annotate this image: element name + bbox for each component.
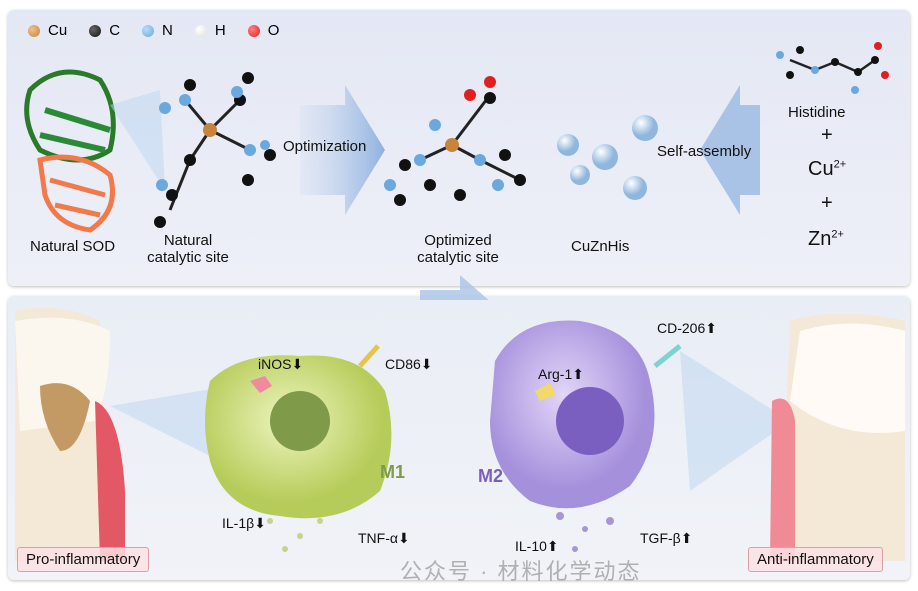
tgfb-label: TGF-β⬆ bbox=[640, 530, 692, 547]
text: Arg-1 bbox=[538, 366, 573, 382]
label-line: catalytic site bbox=[417, 249, 499, 266]
up-arrow-icon: ⬆ bbox=[680, 530, 693, 546]
h-atom-icon bbox=[194, 24, 207, 37]
label-line: Optimized bbox=[424, 232, 492, 249]
zn-text: Zn bbox=[808, 228, 832, 250]
down-arrow-icon: ⬇ bbox=[291, 356, 304, 372]
top-illustration bbox=[24, 42, 889, 300]
text: IL-1β bbox=[222, 515, 255, 531]
legend-o: O bbox=[247, 22, 280, 39]
down-arrow-icon: ⬇ bbox=[397, 530, 410, 546]
tnfa-label: TNF-α⬇ bbox=[358, 530, 410, 547]
text: TGF-β bbox=[640, 530, 681, 546]
o-atom-icon bbox=[247, 24, 260, 37]
legend-cu: Cu bbox=[28, 22, 67, 39]
legend-label: H bbox=[214, 22, 226, 39]
cu-atom-icon bbox=[28, 24, 40, 37]
natural-site-molecule bbox=[154, 72, 276, 228]
legend-c: C bbox=[89, 22, 120, 39]
pro-inflammatory-badge: Pro-inflammatory bbox=[17, 547, 150, 572]
text: TNF-α bbox=[358, 530, 398, 546]
natural-sod-label: Natural SOD bbox=[30, 238, 116, 255]
c-atom-icon bbox=[89, 24, 102, 37]
sod-protein-icon bbox=[24, 69, 116, 233]
text: iNOS bbox=[258, 356, 292, 372]
charge: 2+ bbox=[831, 228, 844, 241]
legend-n: N bbox=[142, 22, 173, 39]
charge: 2+ bbox=[833, 158, 847, 171]
down-arrow-icon: ⬇ bbox=[420, 356, 433, 372]
il10-label: IL-10⬆ bbox=[515, 538, 559, 555]
m2-cytokines bbox=[556, 512, 614, 552]
m1-label: M1 bbox=[380, 462, 406, 482]
cu-text: Cu bbox=[808, 158, 834, 180]
optimization-arrow-icon bbox=[300, 85, 385, 215]
m2-nucleus bbox=[556, 387, 624, 455]
optimization-label: Optimization bbox=[283, 138, 367, 155]
bottom-illustration bbox=[15, 307, 905, 561]
self-assembly-label: Self-assembly bbox=[657, 143, 752, 160]
up-arrow-icon: ⬆ bbox=[705, 320, 717, 336]
legend-h: H bbox=[194, 22, 226, 39]
cd206-label: CD-206⬆ bbox=[657, 320, 717, 337]
m1-cytokines bbox=[267, 518, 323, 552]
self-assembly-arrow-icon bbox=[700, 85, 760, 215]
arg1-icon bbox=[535, 383, 556, 401]
healthy-tooth-icon bbox=[770, 313, 905, 561]
cu-ion-label: Cu2+ bbox=[808, 158, 846, 181]
text: CD-206 bbox=[657, 320, 706, 336]
anti-inflammatory-badge: Anti-inflammatory bbox=[748, 547, 883, 572]
inos-icon bbox=[250, 376, 272, 393]
plus-sign: + bbox=[821, 192, 833, 214]
text: CD86 bbox=[385, 356, 421, 372]
m2-label: M2 bbox=[478, 466, 504, 486]
legend-label: O bbox=[267, 22, 280, 39]
label-line: catalytic site bbox=[147, 249, 229, 266]
label-line: Natural bbox=[163, 232, 213, 249]
watermark: 公众号 · 材料化学动态 bbox=[400, 559, 642, 584]
cd86-label: CD86⬇ bbox=[385, 356, 433, 373]
cuznhis-label: CuZnHis bbox=[571, 238, 630, 255]
legend-label: C bbox=[109, 22, 121, 39]
legend-label: N bbox=[162, 22, 173, 39]
histidine-label: Histidine bbox=[788, 104, 846, 121]
cuznhis-nanoparticles-icon bbox=[557, 115, 658, 200]
histidine-molecule bbox=[776, 42, 889, 94]
down-arrow-icon: ⬇ bbox=[254, 515, 266, 531]
cd206-receptor-icon bbox=[653, 344, 682, 368]
atom-legend: Cu C N H O bbox=[28, 22, 279, 39]
up-arrow-icon: ⬆ bbox=[546, 538, 559, 554]
arg1-label: Arg-1⬆ bbox=[538, 366, 584, 383]
il1b-label: IL-1β⬇ bbox=[222, 515, 266, 532]
m1-nucleus bbox=[270, 391, 330, 451]
inflamed-tooth-icon bbox=[15, 307, 125, 561]
legend-label: Cu bbox=[48, 22, 68, 39]
up-arrow-icon: ⬆ bbox=[572, 366, 584, 382]
optimized-site-molecule bbox=[384, 76, 526, 206]
plus-sign: + bbox=[821, 124, 833, 146]
text: IL-10 bbox=[515, 538, 547, 554]
zn-ion-label: Zn2+ bbox=[808, 228, 844, 251]
down-arrow-icon bbox=[420, 275, 489, 300]
cd86-receptor-icon bbox=[358, 344, 380, 368]
inos-label: iNOS⬇ bbox=[258, 356, 303, 373]
n-atom-icon bbox=[142, 24, 155, 37]
